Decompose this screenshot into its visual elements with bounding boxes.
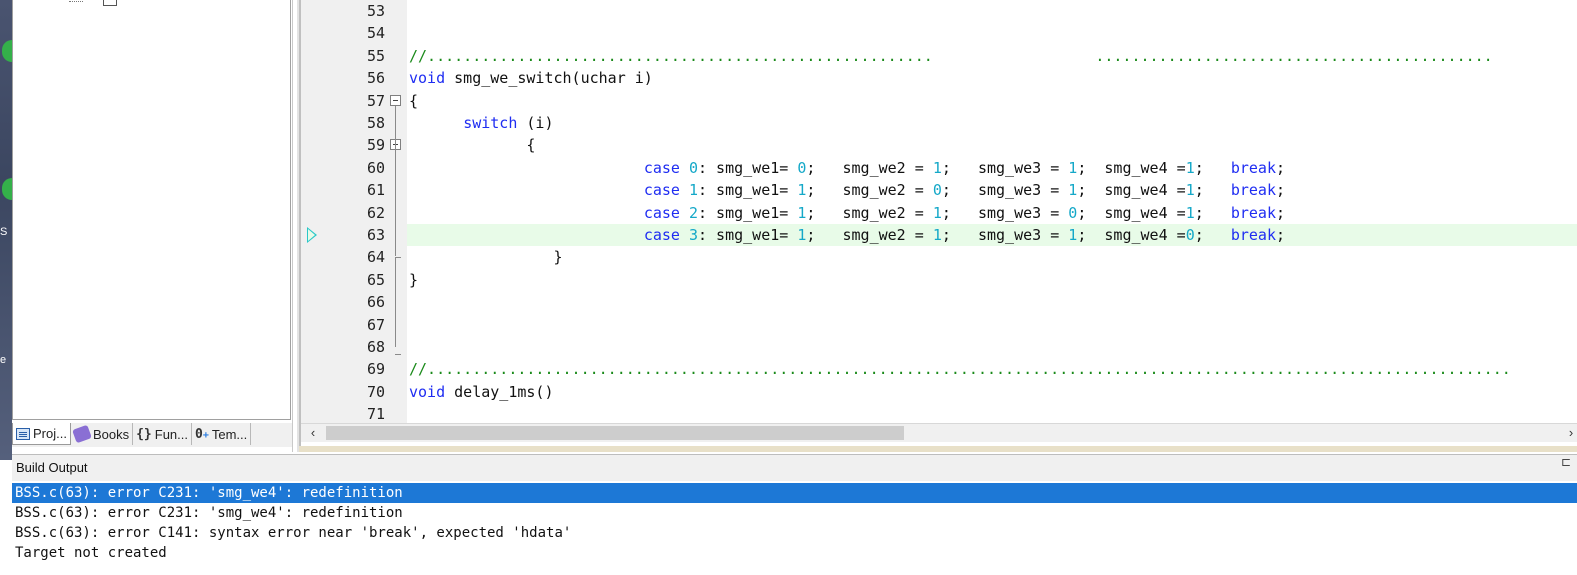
build-output-title: Build Output <box>12 455 1577 481</box>
tab-templates-label: Tem... <box>211 426 248 442</box>
line-number: 60 <box>366 158 385 177</box>
desktop-icon-label-2: e <box>0 354 7 366</box>
code-line[interactable]: 55 //....................................… <box>301 45 1577 67</box>
scrollbar-thumb[interactable] <box>326 426 904 440</box>
functions-icon: {} <box>136 426 152 442</box>
code-text: { <box>409 136 536 155</box>
build-output-line[interactable]: BSS.c(63): error C231: 'smg_we4': redefi… <box>12 483 1577 503</box>
code-text: case 3: smg_we1= 1; smg_we2 = 1; smg_we3… <box>643 226 1286 244</box>
fold-guide <box>395 105 396 161</box>
build-output-panel[interactable]: Build Output ⊏ BSS.c(63): error C231: 's… <box>12 454 1577 575</box>
line-number: 55 <box>366 46 385 65</box>
code-text: case 2: smg_we1= 1; smg_we2 = 1; smg_we3… <box>643 203 1286 222</box>
pin-icon[interactable]: ⊏ <box>1560 455 1571 469</box>
project-icon <box>16 427 30 440</box>
tab-functions[interactable]: {} Fun... <box>133 423 193 445</box>
code-line[interactable]: 69 //....................................… <box>301 358 1577 380</box>
project-panel <box>12 0 293 452</box>
line-number: 59 <box>366 136 385 155</box>
code-text: case 1: smg_we1= 1; smg_we2 = 0; smg_we3… <box>643 181 1286 200</box>
line-number: 57 <box>366 91 385 110</box>
line-number: 56 <box>366 69 385 88</box>
books-icon <box>72 424 92 444</box>
line-number: 66 <box>366 293 385 312</box>
current-line-arrow-icon <box>307 227 317 243</box>
code-line[interactable]: 67 <box>301 314 1577 336</box>
build-output-line[interactable]: Target not created <box>15 545 167 561</box>
code-text: } <box>409 248 563 267</box>
horizontal-scrollbar[interactable]: ‹ › <box>301 423 1577 442</box>
code-line[interactable]: 68 <box>301 336 1577 358</box>
code-line[interactable]: 64 } <box>301 246 1577 268</box>
line-number: 64 <box>366 248 385 267</box>
tab-project-label: Proj... <box>33 426 67 441</box>
project-panel-tabs: Proj... Books {} Fun... 0+ Tem... <box>12 423 292 447</box>
project-tree[interactable] <box>12 0 291 420</box>
code-text: void smg_we_switch(uchar i) <box>409 69 653 88</box>
build-output-line[interactable]: BSS.c(63): error C231: 'smg_we4': redefi… <box>15 505 403 521</box>
tab-functions-label: Fun... <box>154 426 189 442</box>
build-output-line[interactable]: BSS.c(63): error C141: syntax error near… <box>15 525 572 541</box>
fold-end <box>395 257 401 259</box>
fold-end <box>395 354 401 355</box>
desktop-background: S e <box>0 0 12 460</box>
editor-bottom-border <box>299 446 1577 452</box>
code-line[interactable]: 62 case 2: smg_we1= 1; smg_we2 = 1; smg_… <box>301 202 1577 224</box>
file-icon <box>103 0 117 6</box>
code-text: //......................................… <box>409 46 1493 65</box>
code-line[interactable]: 54 <box>301 22 1577 44</box>
tab-books-label: Books <box>92 426 130 442</box>
desktop-icon-green[interactable] <box>2 40 12 62</box>
tab-project[interactable]: Proj... <box>12 423 71 445</box>
code-text: case 0: smg_we1= 0; smg_we2 = 1; smg_we3… <box>643 158 1286 177</box>
line-number-gutter <box>301 0 407 423</box>
code-text: //......................................… <box>409 360 1511 379</box>
scroll-right-icon[interactable]: › <box>1568 425 1574 440</box>
line-number: 54 <box>366 24 385 43</box>
tab-books[interactable]: Books <box>71 423 134 445</box>
templates-icon: 0+ <box>195 426 209 442</box>
line-number: 61 <box>366 181 385 200</box>
code-text: switch (i) <box>463 114 554 132</box>
code-line[interactable]: 61 case 1: smg_we1= 1; smg_we2 = 0; smg_… <box>301 179 1577 201</box>
fold-guide <box>395 257 396 347</box>
line-number: 67 <box>366 315 385 334</box>
line-number: 65 <box>366 270 385 289</box>
line-number: 62 <box>366 203 385 222</box>
current-line-highlight <box>407 224 1577 246</box>
code-text: { <box>409 91 419 110</box>
code-line[interactable]: 63 case 3: smg_we1= 1; smg_we2 = 1; smg_… <box>301 224 1577 246</box>
code-line[interactable]: 57 { <box>301 90 1577 112</box>
code-line[interactable]: 56 void smg_we_switch(uchar i) <box>301 67 1577 89</box>
line-number: 63 <box>366 226 385 244</box>
code-line[interactable]: 58 switch (i) <box>301 112 1577 134</box>
code-line[interactable]: 60 case 0: smg_we1= 0; smg_we2 = 1; smg_… <box>301 157 1577 179</box>
fold-collapse-icon[interactable] <box>390 94 401 106</box>
code-text: } <box>409 270 419 289</box>
code-line[interactable]: 70 void delay_1ms() <box>301 381 1577 403</box>
line-number: 70 <box>366 382 385 401</box>
line-number: 58 <box>366 114 385 132</box>
code-line[interactable]: 65} <box>301 269 1577 291</box>
line-number: 53 <box>366 2 385 20</box>
desktop-icon-label: S <box>0 226 8 238</box>
scroll-left-icon[interactable]: ‹ <box>310 425 316 440</box>
code-editor[interactable]: 53 54 55 //................................… <box>299 0 1577 446</box>
code-line[interactable]: 71 <box>301 403 1577 425</box>
code-text: void delay_1ms() <box>409 382 554 401</box>
line-number: 69 <box>366 360 385 379</box>
line-number: 68 <box>366 338 385 356</box>
code-line[interactable]: 59 { <box>301 134 1577 156</box>
desktop-icon-green-2[interactable] <box>2 178 12 200</box>
fold-guide <box>395 150 396 257</box>
code-area[interactable]: 53 54 55 //................................… <box>301 0 1577 423</box>
code-line[interactable]: 66 <box>301 291 1577 313</box>
tab-templates[interactable]: 0+ Tem... <box>192 423 252 445</box>
tree-node-stub[interactable] <box>69 0 117 6</box>
line-number: 71 <box>366 405 385 424</box>
code-line[interactable]: 53 <box>301 0 1577 22</box>
